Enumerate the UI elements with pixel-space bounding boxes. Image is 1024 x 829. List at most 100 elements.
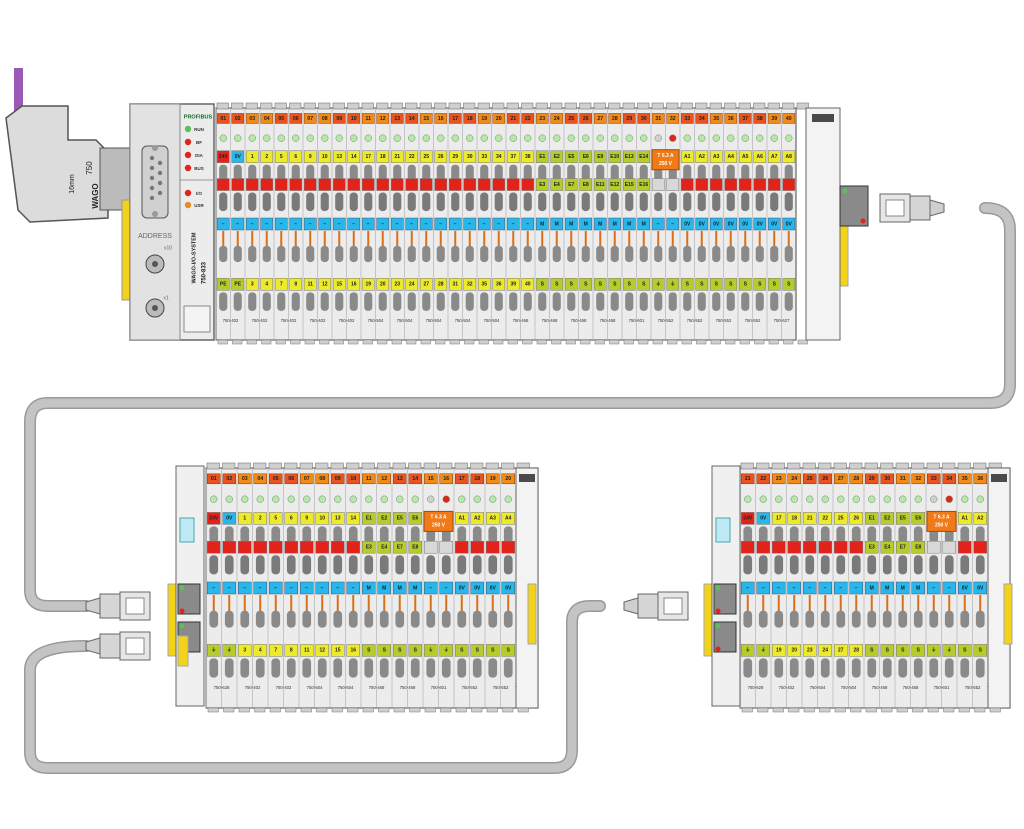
plug-strain-relief: [929, 199, 945, 217]
spring-clamp: [683, 292, 692, 311]
jumper: [584, 231, 587, 250]
channel-led: [582, 134, 590, 142]
potential-tag: [463, 178, 477, 191]
terminal-tag: [833, 512, 848, 525]
terminal-tag: [593, 278, 607, 291]
terminal-label: E5: [900, 516, 906, 522]
channel-led: [379, 134, 387, 142]
terminal-label: S: [628, 282, 632, 288]
channel-tag: [680, 113, 694, 124]
plug-contacts: [885, 199, 905, 217]
top-clip: [535, 102, 548, 110]
jumper: [671, 231, 674, 250]
channel-tag: [423, 473, 438, 485]
spring-clamp: [581, 164, 590, 181]
terminal-tag: [419, 278, 433, 291]
plug-boot: [99, 633, 121, 659]
channel-tag: [724, 113, 738, 124]
spring-clamp: [422, 192, 431, 212]
neutral-tag: [680, 217, 694, 231]
potential-tag: [390, 178, 404, 191]
channel-number: 33: [684, 116, 690, 122]
channel-number: 17: [459, 476, 465, 482]
terminal-label: M: [367, 585, 371, 591]
terminal-tag: [651, 278, 665, 291]
spring-clamp: [393, 192, 402, 212]
terminal-tag: [390, 278, 404, 291]
spring-clamp: [867, 610, 877, 628]
spring-clamp: [867, 526, 877, 544]
neutral-tag: [284, 581, 299, 595]
terminal-tag: [849, 644, 864, 657]
channel-tag: [347, 113, 361, 124]
terminal-label: A3: [490, 516, 497, 522]
spring-clamp: [770, 164, 779, 181]
spring-clamp: [219, 164, 228, 181]
channel-tag: [361, 113, 375, 124]
terminal-label: M: [613, 221, 617, 227]
jumper: [439, 231, 442, 250]
terminal-tag: [771, 512, 786, 525]
spring-clamp: [538, 164, 547, 181]
terminal-tag: [756, 512, 771, 525]
bottom-clip: [594, 339, 605, 345]
potential-tag: [973, 540, 988, 554]
terminal-tag: [448, 150, 462, 163]
terminal-label: −: [367, 221, 370, 227]
spring-clamp: [610, 192, 619, 212]
spring-clamp: [286, 555, 296, 575]
channel-number: 35: [962, 476, 968, 482]
channel-number: 03: [242, 476, 248, 482]
spring-clamp: [494, 164, 503, 181]
potential-tag: [695, 178, 709, 191]
terminal-tag: [506, 278, 520, 291]
spring-clamp: [364, 245, 373, 263]
spring-clamp: [422, 292, 431, 311]
terminal-label: S: [686, 282, 690, 288]
jumper: [839, 595, 842, 615]
spring-clamp: [567, 292, 576, 311]
potential-tag: [521, 178, 535, 191]
channel-number: 05: [278, 116, 284, 122]
channel-led: [335, 134, 343, 142]
jumper: [336, 595, 339, 615]
spring-clamp: [378, 164, 387, 181]
spring-clamp: [426, 610, 436, 628]
bottom-clip: [580, 339, 591, 345]
channel-led: [976, 495, 984, 503]
channel-led: [806, 495, 814, 503]
terminal-label: 10: [322, 154, 328, 160]
channel-number: 34: [699, 116, 705, 122]
channel-tag: [260, 113, 274, 124]
spring-clamp: [364, 292, 373, 311]
jumper: [729, 231, 732, 250]
rj45-port: [713, 583, 737, 615]
terminal-tag: [289, 150, 303, 163]
terminal-tag: [216, 278, 230, 291]
terminal-tag: [709, 278, 723, 291]
spring-clamp: [697, 192, 706, 212]
neutral-tag: [485, 581, 500, 595]
terminal-label: 14: [351, 154, 357, 160]
spring-clamp: [302, 526, 312, 544]
channel-tag: [926, 473, 941, 485]
terminal-label: −: [280, 221, 283, 227]
terminal-label: 0V: [786, 221, 793, 227]
jumper: [746, 595, 749, 615]
spring-clamp: [348, 555, 358, 575]
top-clip: [390, 102, 403, 110]
module-part-number: 750-402: [281, 318, 297, 323]
terminal-tag: [695, 150, 709, 163]
spring-clamp: [335, 192, 344, 212]
terminal-tag: [622, 150, 636, 163]
fuse-holder: [926, 510, 957, 532]
terminal-tag: [376, 150, 390, 163]
led-label: BUS: [194, 166, 204, 171]
module-part-number: 750-628: [748, 685, 764, 690]
terminal-tag: [330, 644, 345, 657]
spring-clamp: [805, 555, 815, 575]
spring-clamp: [596, 192, 605, 212]
spring-clamp: [567, 164, 576, 181]
terminal-label: E6: [583, 154, 589, 160]
